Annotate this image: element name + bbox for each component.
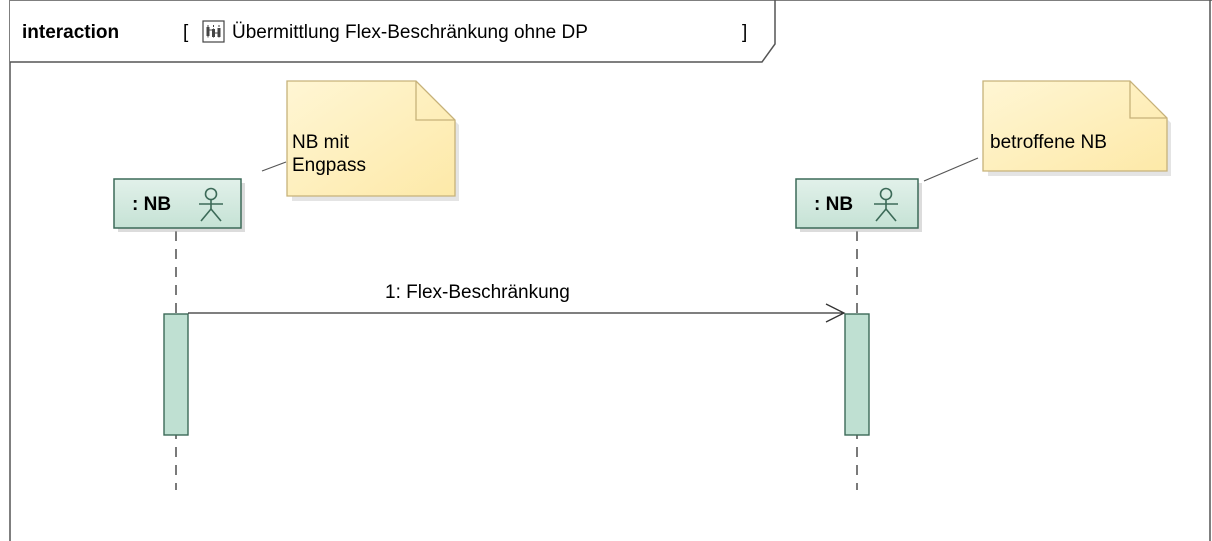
lifeline-left-name: : NB <box>132 194 171 215</box>
note-left-fold <box>415 81 455 121</box>
frame-keyword: interaction <box>22 22 119 43</box>
note-right-anchor-line <box>923 157 979 182</box>
lifeline-right-name: : NB <box>814 194 853 215</box>
actor-icon <box>199 187 223 222</box>
lifeline-right[interactable]: : NB <box>795 178 922 490</box>
activation-bar-left[interactable] <box>163 313 189 436</box>
note-left[interactable]: NB mit Engpass <box>261 80 459 201</box>
frame-open-bracket: [ <box>183 22 189 43</box>
message-flex-beschraenkung[interactable]: 1: Flex-Beschränkung <box>188 282 846 323</box>
note-left-line-1: NB mit <box>292 132 350 153</box>
lifeline-left[interactable]: : NB <box>113 178 245 490</box>
actor-icon <box>874 187 898 222</box>
note-right[interactable]: betroffene NB <box>923 80 1171 182</box>
note-right-line-1: betroffene NB <box>990 132 1107 153</box>
note-right-fold <box>1129 81 1167 119</box>
activation-bar-right[interactable] <box>844 313 870 436</box>
message-label: 1: Flex-Beschränkung <box>385 282 570 303</box>
interaction-frame: interaction [ Übermittlung Flex-Beschrän… <box>9 0 1212 541</box>
note-left-line-2: Engpass <box>292 155 366 176</box>
note-left-anchor-line <box>261 161 287 172</box>
note-right-body <box>982 80 1168 172</box>
sequence-diagram-icon <box>202 20 225 43</box>
frame-label-tab <box>10 0 776 63</box>
frame-title: Übermittlung Flex-Beschränkung ohne DP <box>232 22 588 43</box>
frame-close-bracket: ] <box>742 22 747 43</box>
message-arrowhead <box>825 303 846 323</box>
note-left-body <box>286 80 456 197</box>
